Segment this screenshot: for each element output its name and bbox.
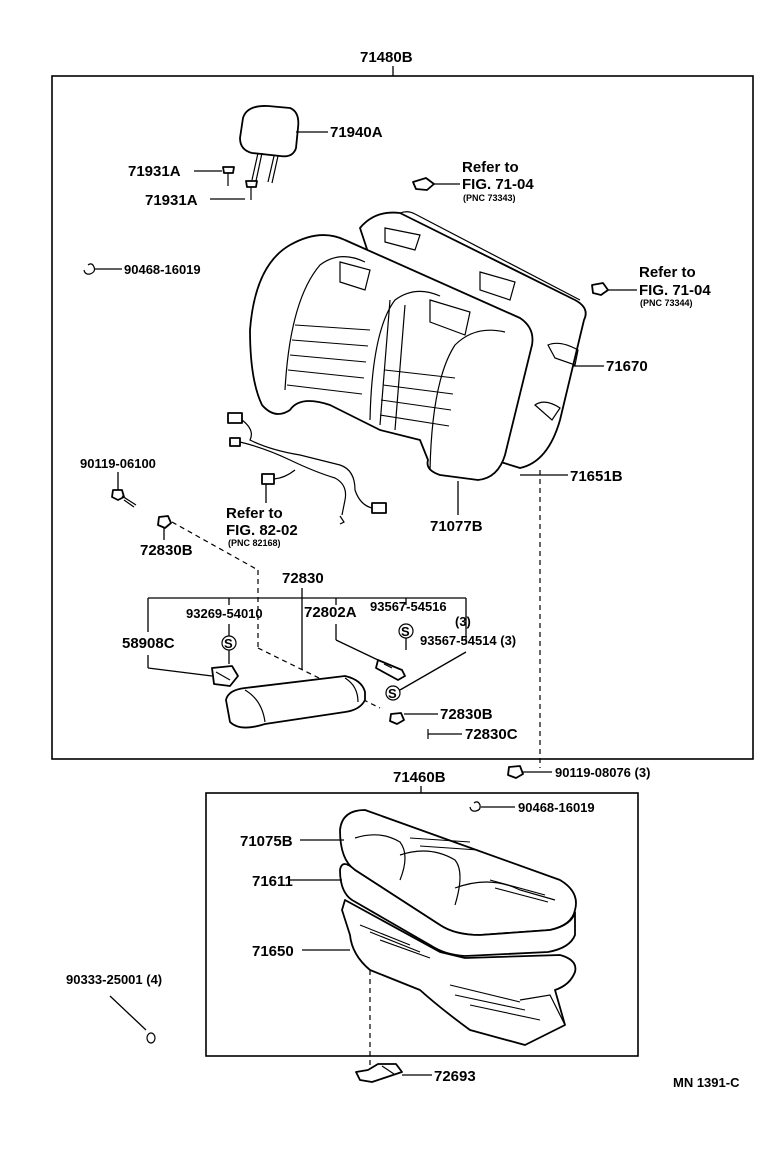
label-pin-right: 72830C [465, 726, 518, 743]
diagram-id: MN 1391-C [673, 1075, 740, 1090]
hook-bottom-icon [355, 1063, 403, 1083]
label-fig-mid: FIG. 82-02 [226, 522, 298, 539]
label-pnc-mid: (PNC 82168) [228, 538, 281, 548]
label-clip-bottom: 90333-25001 (4) [66, 972, 162, 987]
label-frame-cushion: 71650 [252, 943, 294, 960]
svg-text:S: S [401, 624, 410, 639]
label-hinge: 72802A [304, 604, 357, 621]
label-fig-right: FIG. 71-04 [639, 282, 711, 299]
seat-back-assembly-box [51, 75, 754, 760]
svg-text:S: S [224, 636, 233, 651]
label-refer-right: Refer to [639, 264, 696, 281]
seat-cushion-assembly-box [205, 792, 639, 1057]
wire-harness-drawing [227, 412, 387, 525]
label-assy-cushion: 71460B [393, 769, 446, 786]
label-screw-right-2: 93567-54514 (3) [420, 633, 516, 648]
label-refer-top: Refer to [462, 159, 519, 176]
label-screw-right-1-qty: (3) [455, 614, 471, 629]
label-hr-support-1: 71931A [128, 163, 181, 180]
headrest-drawing [239, 105, 300, 184]
bolt-top-icon [111, 489, 137, 508]
label-bracket-left: 58908C [122, 635, 175, 652]
screw-symbol-icon: S [385, 685, 401, 701]
screw-symbol-icon: S [221, 624, 237, 651]
label-nut-right: 72830B [440, 706, 493, 723]
screw-symbol-icon: S [398, 623, 414, 650]
label-pnc-right: (PNC 73344) [640, 298, 693, 308]
label-pnc-top: (PNC 73343) [463, 193, 516, 203]
label-headrest: 71940A [330, 124, 383, 141]
clip-top-icon [412, 177, 435, 191]
bracket-left-drawing [211, 665, 239, 687]
label-refer-mid: Refer to [226, 505, 283, 522]
seat-cushion-drawing [339, 809, 577, 1046]
clip-bottom-icon [146, 1032, 156, 1044]
label-armrest-assy: 72830 [282, 570, 324, 587]
bolt-bottom-icon [507, 765, 524, 779]
nut-left-icon [157, 515, 172, 529]
hog-ring-icon [83, 263, 96, 275]
label-pad-cushion: 71611 [252, 873, 293, 890]
label-assy-back: 71480B [360, 49, 413, 66]
label-fig-top: FIG. 71-04 [462, 176, 534, 193]
label-screw-left: 93269-54010 [186, 606, 263, 621]
label-hog-ring-bottom: 90468-16019 [518, 800, 595, 815]
seat-back-drawing [249, 211, 587, 481]
pin-right-icon [427, 729, 462, 739]
label-hook-bottom: 72693 [434, 1068, 476, 1085]
label-nut-left: 72830B [140, 542, 193, 559]
hog-ring-bottom-icon [469, 801, 481, 812]
label-frame-back: 71670 [606, 358, 648, 375]
label-hog-ring-top: 90468-16019 [124, 262, 201, 277]
armrest-drawing [225, 675, 366, 729]
label-cover-back: 71077B [430, 518, 483, 535]
nut-right-icon [389, 712, 405, 725]
svg-text:S: S [388, 686, 397, 701]
label-bolt-bottom: 90119-08076 (3) [555, 765, 650, 780]
clip-right-icon [591, 282, 609, 296]
label-cover-cushion: 71075B [240, 833, 293, 850]
label-hr-support-2: 71931A [145, 192, 198, 209]
headrest-support-drawing [222, 166, 258, 200]
label-pad-back: 71651B [570, 468, 623, 485]
label-bolt-top: 90119-06100 [80, 456, 156, 471]
label-screw-right-1: 93567-54516 [370, 599, 447, 614]
hinge-drawing [375, 659, 406, 681]
